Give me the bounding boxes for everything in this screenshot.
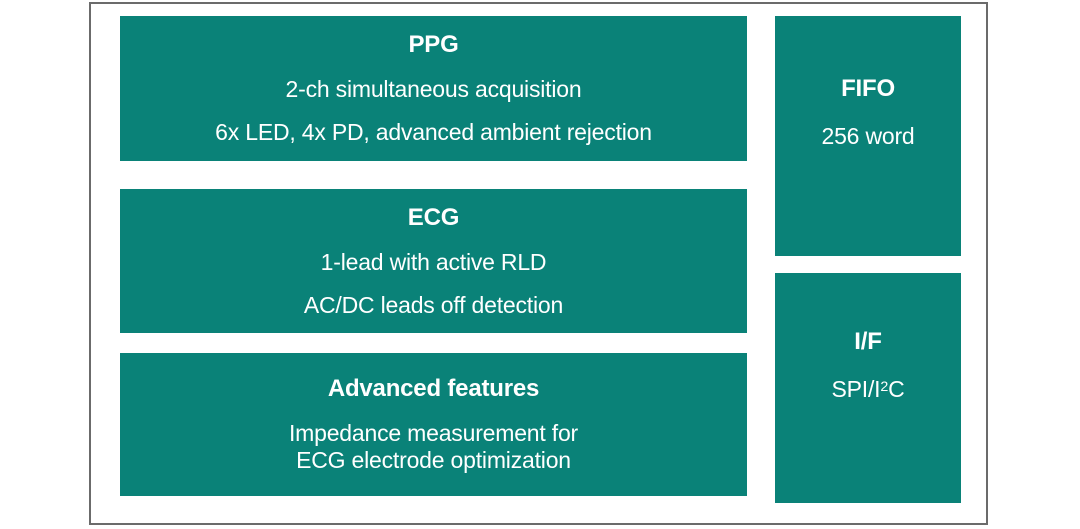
ecg-details: 1-lead with active RLD AC/DC leads off d… <box>303 248 564 318</box>
interface-detail-superscript: 2 <box>880 378 889 395</box>
interface-detail: SPI/I2C <box>831 378 904 401</box>
ppg-block: PPG 2-ch simultaneous acquisition 6x LED… <box>120 16 747 161</box>
advanced-features-title: Advanced features <box>327 375 540 402</box>
ppg-details: 2-ch simultaneous acquisition 6x LED, 4x… <box>215 78 652 144</box>
interface-detail-prefix: SPI/I <box>831 376 881 402</box>
interface-detail-suffix: C <box>888 376 905 402</box>
advanced-features-line-1: Impedance measurement for <box>288 420 579 446</box>
ecg-block: ECG 1-lead with active RLD AC/DC leads o… <box>120 189 747 333</box>
ppg-title: PPG <box>408 31 459 58</box>
advanced-features-details: Impedance measurement for ECG electrode … <box>289 422 578 472</box>
advanced-features-line-2: ECG electrode optimization <box>296 447 571 473</box>
ppg-line-2: 6x LED, 4x PD, advanced ambient rejectio… <box>215 119 652 145</box>
fifo-title: FIFO <box>841 74 895 102</box>
fifo-block: FIFO 256 word <box>775 16 961 256</box>
ecg-line-1: 1-lead with active RLD <box>320 248 547 275</box>
ecg-line-2: AC/DC leads off detection <box>303 291 564 318</box>
ppg-line-1: 2-ch simultaneous acquisition <box>285 76 582 102</box>
fifo-detail: 256 word <box>821 122 915 149</box>
advanced-features-block: Advanced features Impedance measurement … <box>120 353 747 496</box>
ecg-title: ECG <box>407 203 460 231</box>
interface-block: I/F SPI/I2C <box>775 273 961 503</box>
interface-title: I/F <box>854 328 882 355</box>
